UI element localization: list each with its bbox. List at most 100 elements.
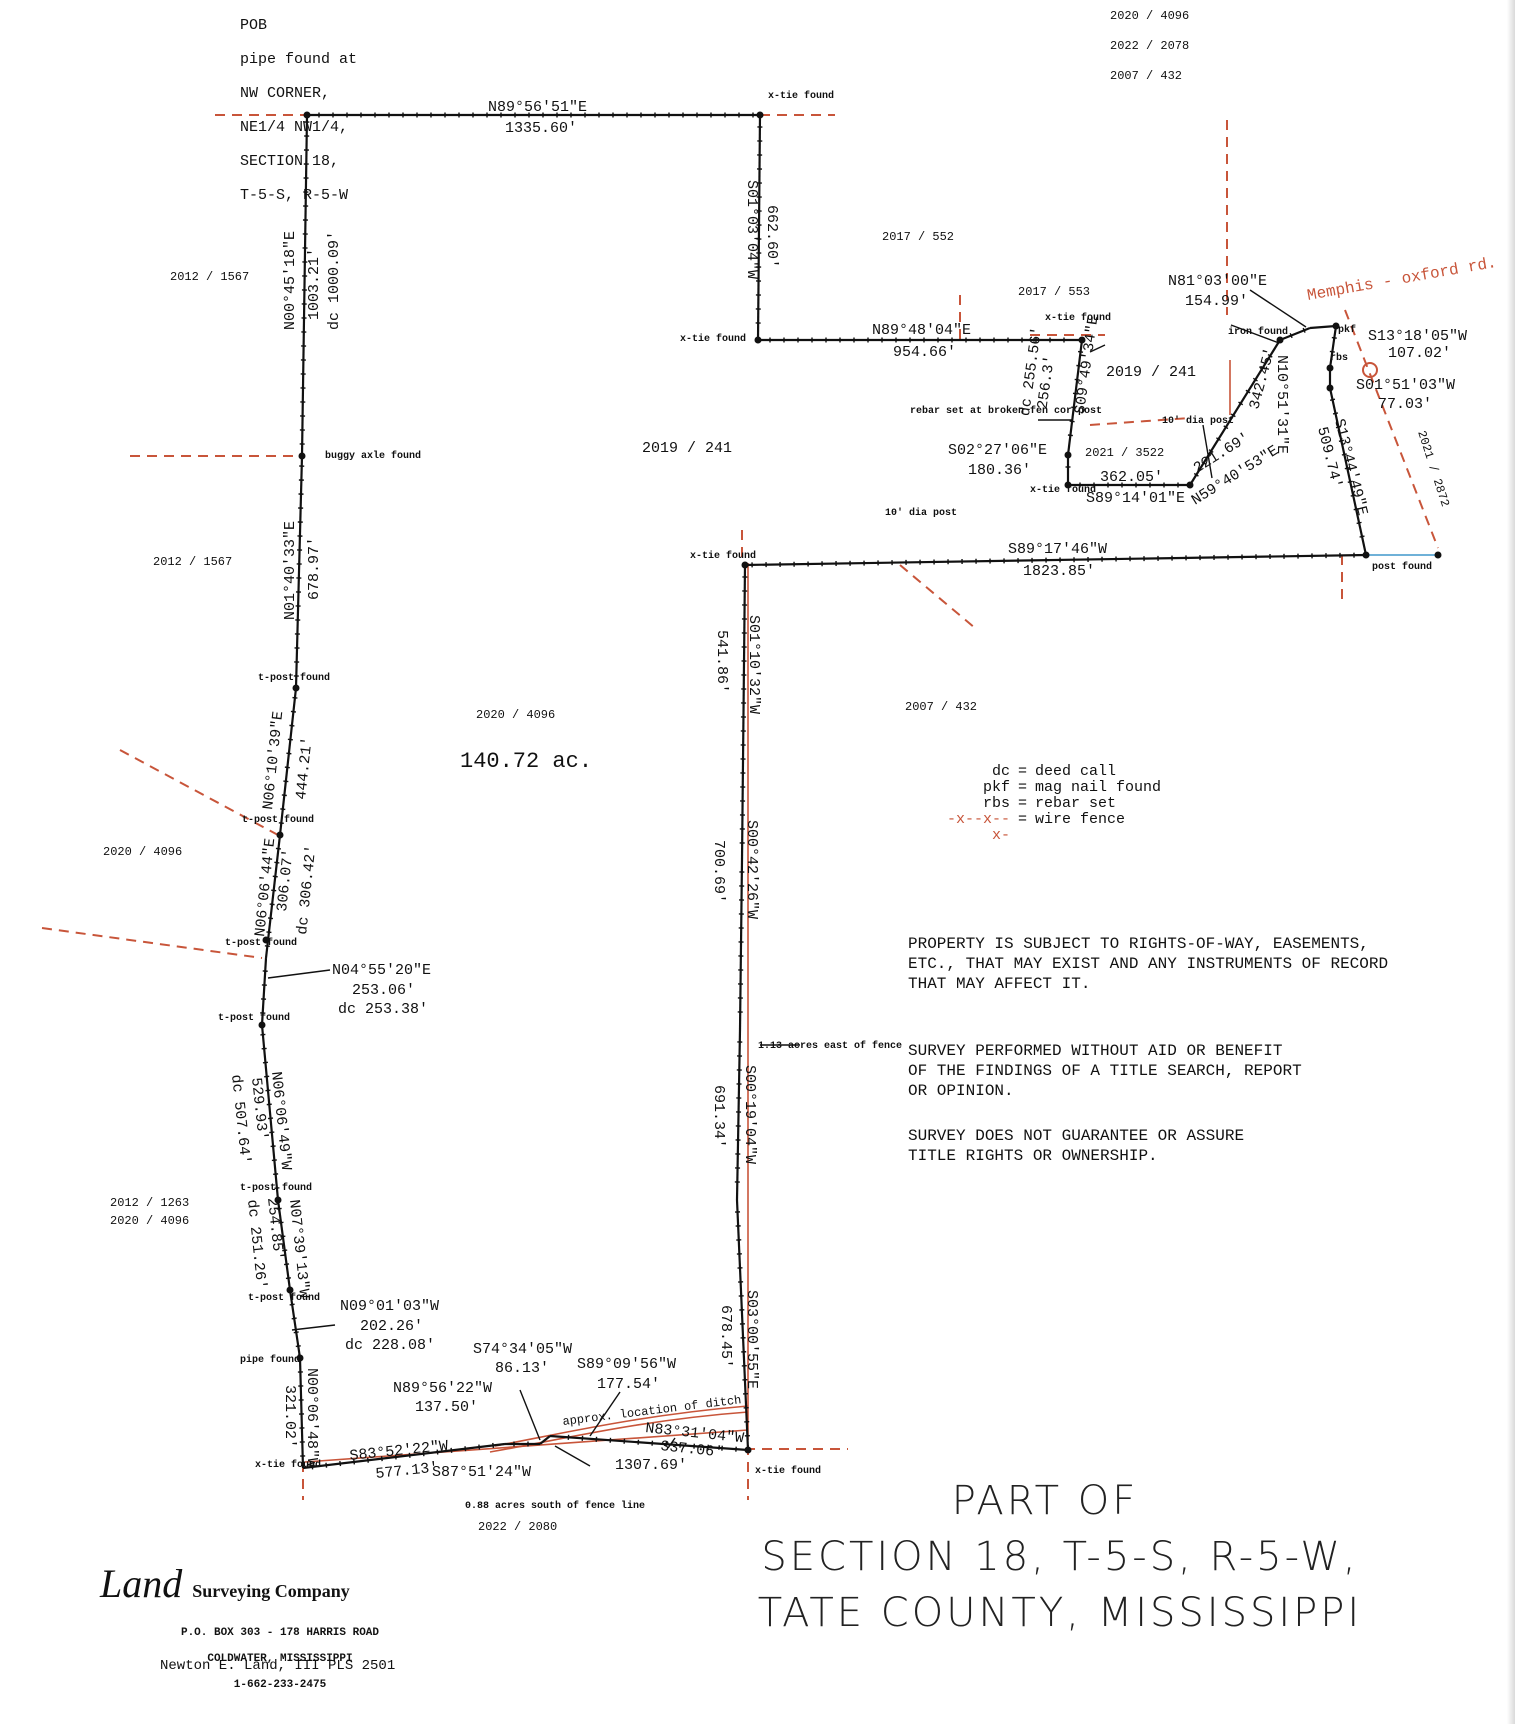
w1-deed-call: dc 1000.09' [326, 231, 343, 330]
s6-bearing: S87°51'24"W [432, 1464, 531, 1481]
pob-note: POB pipe found at NW CORNER, NE1/4 NW1/4… [240, 0, 357, 221]
legend-value: rebar set [1035, 795, 1117, 812]
fence-tick [1071, 406, 1077, 409]
post-found-label: post found [1372, 561, 1432, 573]
fence-tick [282, 1249, 288, 1252]
xtie-2021-label: x-tie found [1030, 484, 1096, 496]
fence-tick [276, 1207, 282, 1210]
r6-bearing: N81°03'00"E [1168, 273, 1267, 290]
title-line-2: SECTION 18, T-5-S, R-5-W, [761, 1534, 1359, 1580]
r8-bearing: S01°51'03"W [1356, 377, 1455, 394]
fence-tick [278, 822, 284, 825]
w4-bearing: N06°06'44"E [252, 837, 279, 937]
w2-bearing: N01°40'33"E [282, 521, 299, 620]
w6-distance: 529.93' [247, 1077, 270, 1141]
fence-tick [1344, 466, 1350, 470]
w9-bearing: N00°06'48"W [303, 1368, 320, 1467]
s6-distance: 1307.69' [615, 1457, 687, 1474]
fence-tick [1350, 494, 1356, 497]
pob-line-5: T-5-S, R-5-W [240, 187, 349, 204]
r5-bearing: N10°51'31"E [1273, 355, 1290, 454]
parcel-2020-4096-a: 2020 / 4096 [476, 708, 555, 722]
fence-tick [1072, 392, 1079, 395]
w1-distance: 1003.21' [306, 248, 323, 320]
xtie-e-notch-label: x-tie found [690, 550, 756, 562]
s4-bearing: S89°09'56"W [577, 1356, 676, 1373]
e3-distance: 700.69' [710, 840, 727, 903]
company-block: Land Surveying Company [100, 1560, 440, 1607]
fence-tick [325, 1462, 328, 1468]
e1-bearing: S03°00'55"E [743, 1290, 760, 1389]
s5-distance: 337.06' [659, 1438, 723, 1461]
s2-distance: 137.50' [415, 1399, 478, 1416]
w8-deed-call: dc 228.08' [345, 1337, 435, 1354]
e4-distance: 541.86' [713, 630, 730, 693]
fence-tick [295, 1345, 301, 1348]
s4-distance: 177.54' [597, 1376, 660, 1393]
fence-tick [284, 766, 290, 769]
fence-tick [1208, 449, 1214, 453]
fence-tick [1215, 437, 1221, 442]
fence-tick [1338, 439, 1344, 442]
e4-bearing: S01°10'32"W [745, 615, 762, 714]
fence-tick [293, 1331, 299, 1334]
legend-row: -x--x--x-=wire fence [946, 811, 1126, 844]
r7-distance: 107.02' [1388, 345, 1451, 362]
fence-tick [1260, 365, 1266, 370]
company-phone: 1-662-233-2475 [233, 1679, 327, 1691]
legend-row: pkf=mag nail found [946, 780, 1161, 796]
fence-tick [292, 696, 298, 699]
fence-tick [1289, 332, 1293, 339]
w2-distance: 678.97' [306, 537, 323, 600]
fence-tick [269, 903, 275, 906]
parcel-2017-552: 2017 / 552 [882, 230, 954, 244]
legend-key: rbs [982, 795, 1010, 812]
tpost-1-label: t-post found [258, 672, 330, 684]
fence-tick [286, 752, 292, 755]
company-address: P.O. BOX 303 - 178 HARRIS ROAD COLDWATER… [150, 1614, 410, 1705]
rebar-set-label: rebar set at broken fen cor post [910, 405, 1102, 417]
pob-line-2: NW CORNER, [240, 85, 331, 102]
parcel-2022-2080: 2022 / 2080 [478, 1520, 557, 1534]
s2-bearing: N89°56'22"W [393, 1380, 492, 1397]
e3-bearing: S00°42'26"W [743, 820, 760, 919]
w5-bearing: N04°55'20"E [332, 962, 431, 979]
e2-bearing: S00°19'04"W [741, 1065, 758, 1164]
fence-tick [408, 1452, 411, 1458]
xtie-sw-label: x-tie found [255, 1459, 321, 1471]
fence-tick [1077, 350, 1084, 353]
red-marker [1362, 362, 1378, 378]
s3-distance: 86.13' [495, 1360, 549, 1377]
fence-tick [450, 1447, 453, 1453]
fence-tick [1332, 412, 1339, 415]
n1-bearing: S89°17'46"W [1008, 541, 1107, 558]
note-title-search: SURVEY PERFORMED WITHOUT AID OR BENEFIT … [908, 1042, 1302, 1100]
company-address-1: P.O. BOX 303 - 178 HARRIS ROAD [180, 1627, 380, 1639]
tpost-6-label: t-post found [248, 1292, 320, 1304]
parcel-2020-4096-b: 2020 / 4096 [103, 845, 182, 859]
iron-found-label: iron found [1228, 326, 1288, 338]
parcel-2012-1567-a: 2012 / 1567 [170, 270, 249, 284]
w8-distance: 202.26' [360, 1318, 423, 1335]
fence-tick [283, 780, 289, 783]
acreage: 140.72 ac. [460, 749, 592, 774]
w3-distance: 444.21' [293, 736, 316, 800]
road-label: Memphis - oxford rd. [1306, 254, 1498, 305]
note-no-guarantee: SURVEY DOES NOT GUARANTEE OR ASSURE TITL… [908, 1127, 1245, 1165]
fence-tick [1341, 453, 1347, 456]
n1-distance: 1823.85' [1023, 563, 1095, 580]
fence-tick [280, 1235, 286, 1238]
fence-tick [281, 794, 287, 797]
r3-bearing: S89°14'01"E [1086, 490, 1185, 507]
fence-tick [274, 861, 280, 864]
legend-value: deed call [1035, 763, 1117, 780]
parcel-2007-432: 2007 / 432 [905, 700, 977, 714]
parcel-2019-241-b: 2019 / 241 [642, 440, 732, 457]
buggy-axle-label: buggy axle found [325, 450, 421, 462]
fence-tick [280, 808, 286, 811]
mid-bearing: N89°48'04"E [872, 322, 971, 339]
company-logo: Land [100, 1561, 183, 1606]
fence-east-label: 1.13 acres east of fence [758, 1040, 902, 1052]
fence-tick [267, 917, 274, 920]
company-address-2: COLDWATER, MISSISSIPPI [207, 1653, 353, 1665]
